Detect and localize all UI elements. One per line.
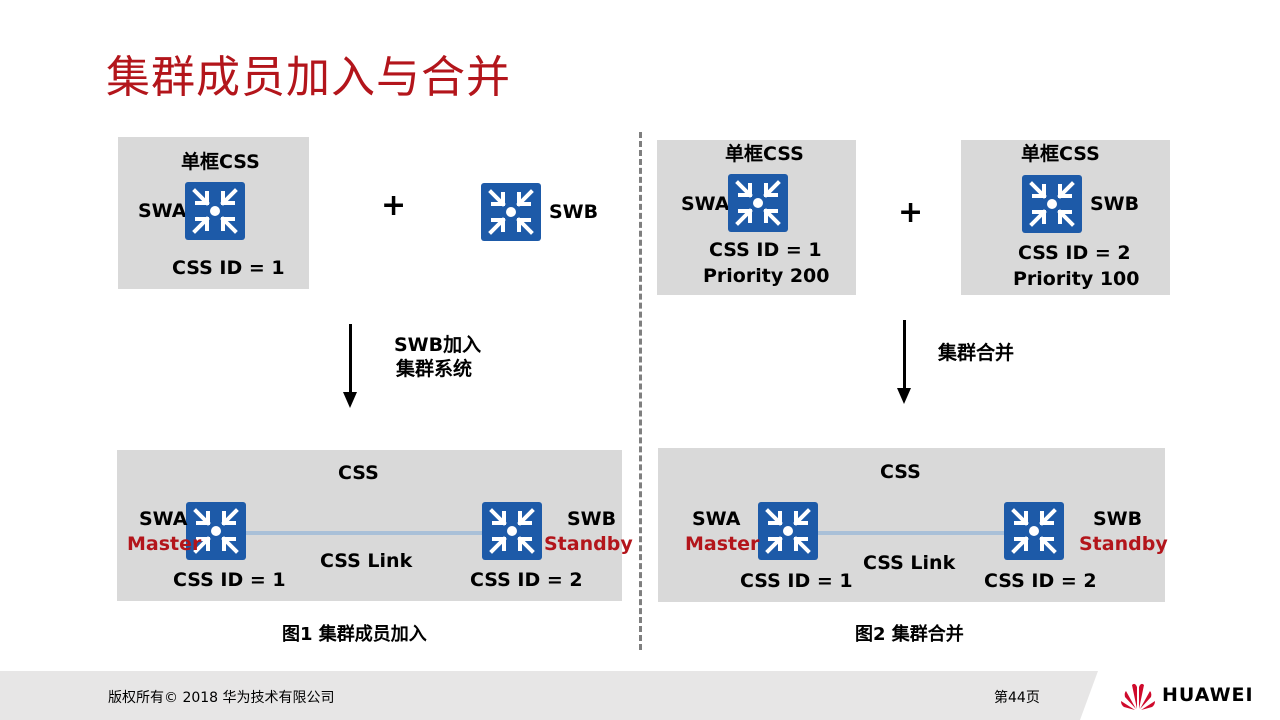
page-title: 集群成员加入与合并 — [106, 52, 511, 103]
fig2-right-box-label: 单框CSS — [1021, 143, 1100, 165]
fig1-plus: + — [381, 188, 407, 223]
fig2-caption: 图2 集群合并 — [855, 624, 964, 645]
fig1-arrow-head — [343, 392, 357, 408]
fig2-left-box-priority: Priority 200 — [703, 265, 830, 287]
fig1-right-id: CSS ID = 2 — [470, 569, 583, 591]
fig1-new-node: SWB — [549, 201, 599, 223]
switch-icon — [1004, 502, 1064, 560]
copyright-text: 版权所有© 2018 华为技术有限公司 — [108, 690, 335, 706]
fig1-step-line2: 集群系统 — [396, 358, 473, 380]
fig1-arrow — [349, 324, 352, 394]
fig1-css-link-line — [244, 531, 484, 535]
footer-bar — [0, 671, 1280, 720]
fig1-left-role: Master — [127, 533, 202, 555]
fig1-result-label: CSS — [338, 462, 379, 484]
fig1-caption: 图1 集群成员加入 — [282, 624, 427, 645]
huawei-logo-icon — [1120, 681, 1156, 711]
fig2-link-label: CSS Link — [863, 552, 956, 574]
switch-icon — [185, 182, 245, 240]
switch-icon — [728, 174, 788, 232]
switch-icon — [482, 502, 542, 560]
switch-icon — [1022, 175, 1082, 233]
fig2-left-role: Master — [685, 533, 760, 555]
fig2-step: 集群合并 — [938, 342, 1015, 364]
fig1-top-box-node: SWA — [138, 200, 187, 222]
fig2-result-box — [658, 448, 1165, 602]
fig2-plus: + — [898, 195, 924, 230]
fig2-arrow — [903, 320, 906, 390]
fig1-right-name: SWB — [567, 508, 617, 530]
fig1-right-role: Standby — [544, 533, 633, 555]
fig2-right-id: CSS ID = 2 — [984, 570, 1097, 592]
switch-icon — [481, 183, 541, 241]
fig1-left-id: CSS ID = 1 — [173, 569, 286, 591]
figure-divider — [639, 132, 642, 650]
fig1-step-line1: SWB加入 — [394, 334, 482, 356]
fig2-left-box-node: SWA — [681, 193, 730, 215]
switch-icon — [758, 502, 818, 560]
fig1-top-box-id: CSS ID = 1 — [172, 257, 285, 279]
fig2-left-box-label: 单框CSS — [725, 143, 804, 165]
fig2-right-box-id: CSS ID = 2 — [1018, 242, 1131, 264]
fig2-left-box-id: CSS ID = 1 — [709, 239, 822, 261]
fig1-top-box-label: 单框CSS — [181, 151, 260, 173]
fig1-left-name: SWA — [139, 508, 188, 530]
fig2-arrow-head — [897, 388, 911, 404]
fig2-right-box-priority: Priority 100 — [1013, 268, 1140, 290]
fig2-right-name: SWB — [1093, 508, 1143, 530]
fig2-left-id: CSS ID = 1 — [740, 570, 853, 592]
fig2-css-link-line — [816, 531, 1006, 535]
page-number: 第44页 — [994, 690, 1040, 706]
switch-icon — [186, 502, 246, 560]
fig1-link-label: CSS Link — [320, 550, 413, 572]
fig2-right-box-node: SWB — [1090, 193, 1140, 215]
fig2-result-label: CSS — [880, 461, 921, 483]
fig2-left-name: SWA — [692, 508, 741, 530]
fig2-right-role: Standby — [1079, 533, 1168, 555]
brand-name: HUAWEI — [1162, 684, 1254, 706]
